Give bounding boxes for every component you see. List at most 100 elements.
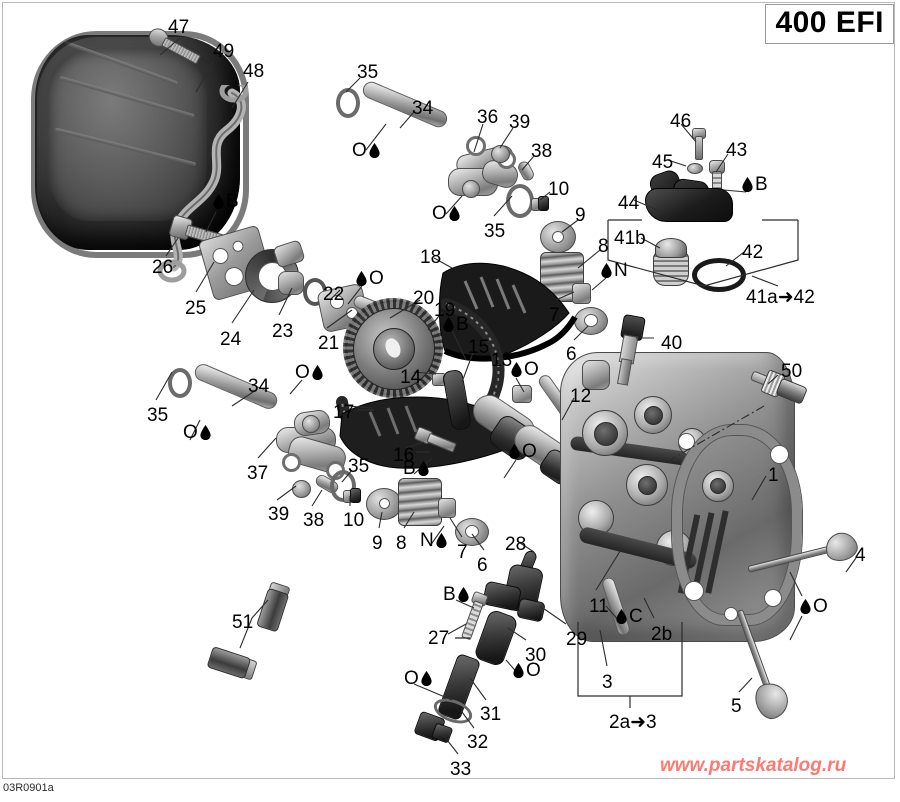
fluid-marker-O-1: O (352, 141, 380, 160)
callout-51: 51 (232, 612, 254, 633)
droplet-icon (742, 177, 753, 192)
fluid-marker-B-3: B (443, 315, 469, 334)
callout-7-a: 7 (549, 305, 560, 326)
callout-18: 18 (420, 247, 442, 268)
fluid-marker-B-1: B (213, 192, 239, 211)
callout-34-b: 34 (248, 376, 270, 397)
bearing-cap-24 (245, 239, 307, 305)
callout-48: 48 (243, 61, 265, 82)
callout-14: 14 (400, 367, 422, 388)
callout-3: 3 (602, 672, 613, 693)
fluid-marker-O-7: O (509, 442, 537, 461)
fluid-code: O (522, 441, 537, 462)
fluid-code: O (813, 596, 828, 617)
droplet-icon (421, 671, 432, 686)
callout-22: 22 (323, 284, 345, 305)
callout-19: 19 (434, 300, 456, 321)
callout-43: 43 (726, 140, 748, 161)
fluid-code: O (352, 140, 367, 161)
fluid-code: C (629, 606, 643, 627)
callout-1: 1 (768, 465, 779, 486)
fluid-marker-B-5: B (443, 585, 469, 604)
fluid-marker-O-4: O (511, 360, 539, 379)
callout-10-a: 10 (548, 179, 570, 200)
retainer-9-hole-upper (552, 231, 564, 243)
fluid-code: O (295, 362, 310, 383)
callout-11: 11 (589, 596, 609, 617)
callout-35-c: 35 (147, 405, 169, 426)
figure-code: 03R0901a (3, 782, 54, 794)
fluid-code: N (420, 530, 434, 551)
callout-7-b: 7 (457, 542, 468, 563)
collets-10-lower (343, 488, 361, 503)
callout-32: 32 (467, 732, 489, 753)
droplet-icon (369, 143, 380, 158)
callout-45: 45 (652, 152, 674, 173)
oring-35-lower-left (168, 368, 192, 398)
head-gasket-1 (672, 425, 802, 625)
callout-39-a: 39 (509, 112, 531, 133)
fluid-marker-O-8: O (513, 661, 541, 680)
callout-2b: 2b (651, 624, 673, 645)
callout-31: 31 (480, 704, 502, 725)
callout-8-b: 8 (396, 533, 407, 554)
bracket-2a-3 (577, 622, 683, 708)
diagram-frame (2, 2, 895, 779)
fluid-marker-O-5: O (295, 363, 323, 382)
callout-41b: 41b (614, 228, 646, 249)
callout-38-b: 38 (303, 510, 325, 531)
fluid-marker-B-2: B (742, 175, 768, 194)
callout-39-b: 39 (268, 504, 290, 525)
callout-24: 24 (220, 329, 242, 350)
chain-guide-18 (438, 262, 578, 362)
callout-35-b: 35 (484, 221, 506, 242)
callout-9-a: 9 (575, 205, 586, 226)
callout-25: 25 (185, 298, 207, 319)
callout-2a-to-3: 2a➜3 (609, 712, 657, 733)
droplet-icon (800, 599, 811, 614)
bracket-41a-42 (607, 219, 799, 287)
callout-50: 50 (781, 361, 803, 382)
collets-10-upper (531, 196, 549, 211)
callout-30: 30 (525, 645, 547, 666)
droplet-icon (509, 444, 520, 459)
droplet-icon (312, 365, 323, 380)
fluid-code: O (183, 422, 198, 443)
callout-38-a: 38 (531, 141, 553, 162)
callout-36: 36 (477, 107, 499, 128)
fluid-code: B (226, 191, 239, 212)
droplet-icon (213, 194, 224, 209)
fluid-code: O (369, 268, 384, 289)
callout-13: 13 (491, 350, 513, 371)
droplet-icon (356, 271, 367, 286)
callout-37: 37 (247, 463, 269, 484)
callout-23: 23 (272, 321, 294, 342)
callout-12: 12 (570, 386, 592, 407)
callout-6-b: 6 (477, 555, 488, 576)
callout-42: 42 (742, 242, 764, 263)
fluid-marker-C-1: C (616, 607, 643, 626)
callout-46: 46 (670, 111, 692, 132)
droplet-icon (443, 317, 454, 332)
droplet-icon (601, 263, 612, 278)
droplet-icon (458, 587, 469, 602)
fluid-marker-O-3: O (356, 269, 384, 288)
droplet-icon (513, 663, 524, 678)
rocker-arm-lower-37 (268, 405, 360, 497)
callout-17: 17 (333, 402, 355, 423)
callout-41a-to-42: 41a➜42 (746, 287, 815, 308)
fluid-marker-O-6: O (183, 423, 211, 442)
model-title-box: 400 EFI (765, 4, 894, 44)
callout-15: 15 (468, 337, 490, 358)
droplet-icon (449, 206, 460, 221)
cam-bolt-nut (512, 385, 532, 403)
fluid-code: O (526, 660, 541, 681)
callout-5: 5 (731, 696, 742, 717)
callout-9-b: 9 (372, 533, 383, 554)
oring-35-upper (336, 88, 360, 118)
callout-44: 44 (618, 193, 640, 214)
callout-20: 20 (413, 288, 435, 309)
callout-34-a: 34 (412, 98, 434, 119)
callout-35-a: 35 (357, 62, 379, 83)
